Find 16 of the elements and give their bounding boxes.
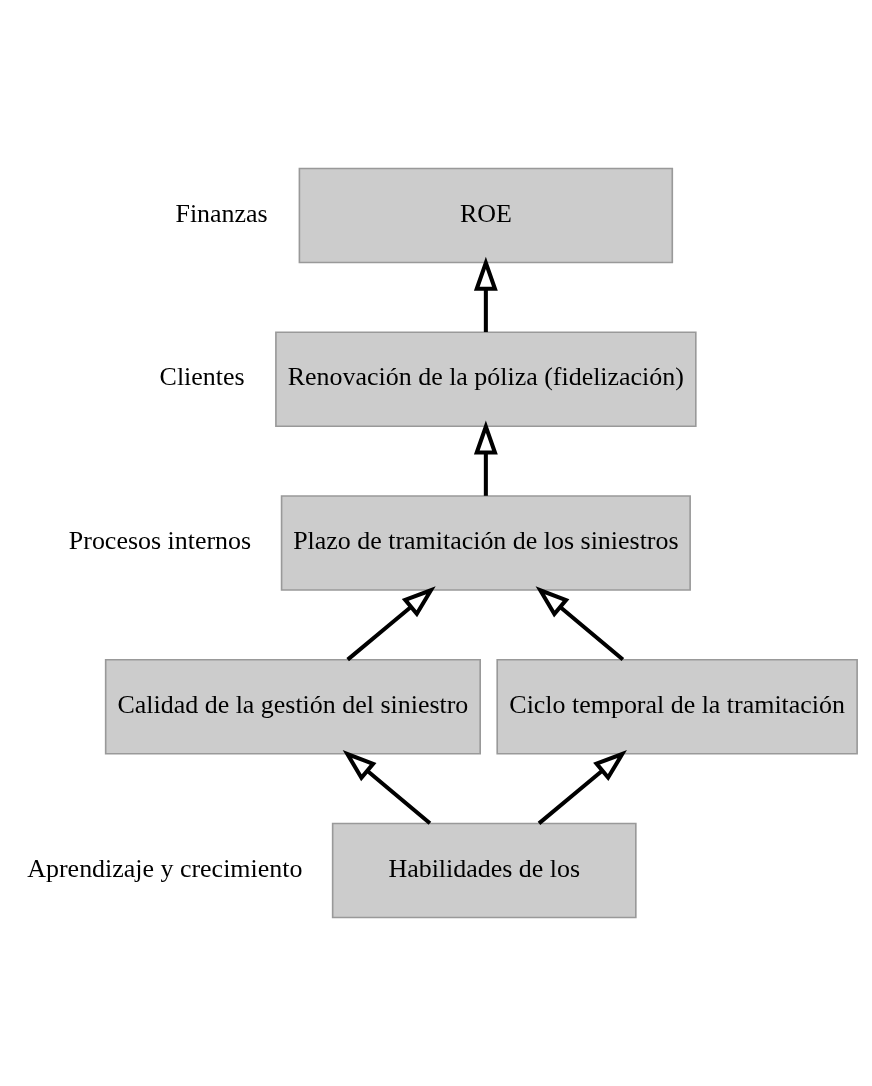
node-box: ROE [298,167,674,264]
arrow [473,256,498,333]
arrow [473,420,498,496]
arrow [537,750,627,825]
arrow [535,586,625,662]
arrow [346,586,436,662]
node-box: Habilidades de los [331,822,637,919]
label: Procesos internos [68,526,252,556]
arrow [342,750,432,825]
label: Clientes [159,362,245,392]
node-box: Plazo de tramitación de los siniestros [280,495,691,591]
node-box: Renovación de la póliza (fidelización) [275,331,697,428]
label: Finanzas [175,198,268,228]
label: Aprendizaje y crecimiento [27,853,303,883]
node-box: Calidad de la gestión del siniestro [104,658,481,755]
node-box: Ciclo temporal de la tramitación [496,658,858,755]
